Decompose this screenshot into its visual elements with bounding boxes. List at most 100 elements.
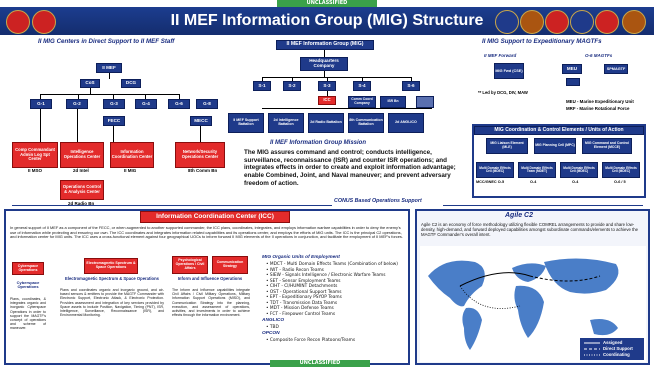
anglico-heading: ANGLICO <box>262 318 285 323</box>
assigned-link <box>459 272 531 287</box>
uoe-item: • FCT - Firepower Control Teams <box>266 311 336 317</box>
mrf-definition: MRF - Marine Rotational Force <box>566 106 630 111</box>
mig-top-box: II MEF Information Group (MIG) <box>276 40 374 50</box>
spmagtf-box: SPMAGTF <box>604 64 628 74</box>
usmc-seal-icon <box>6 10 30 34</box>
forward-label: II MEF Forward <box>484 53 517 58</box>
opcon-item: • Composite Force Recon Platoons/Teams <box>266 338 356 343</box>
s1-box: S-1 <box>253 81 271 91</box>
cell-label-4: O-6 / 5 <box>614 180 626 184</box>
meu-sub-box <box>566 78 580 86</box>
g8-box: G-8 <box>196 99 218 109</box>
label-2d-radio-bn: 2d Radio Bn <box>68 201 95 206</box>
hq-company-box: Headquarters Company <box>300 57 348 71</box>
uoe-item: • MDCT - Multi Domain Effects Teams (Com… <box>266 262 398 267</box>
legend-assigned: Assigned <box>603 340 623 345</box>
cyber-box: Cyberspace Operations <box>12 262 44 275</box>
label-8th-comm-bn: 8th Comm Bn <box>188 168 218 173</box>
legend-direct-support: Direct Support <box>603 346 633 351</box>
mdet-cell: Multi Domain Effects Team (MDET) <box>518 162 556 178</box>
left-panel-heading: II MIG Centers in Direct Support to II M… <box>38 38 175 45</box>
mig-command-cell: MIG Command and Control Element (MCCE) <box>582 138 632 154</box>
icc-panel <box>4 209 410 365</box>
mdec-cell-2: Multi Domain Effects Cell (MDEC) <box>560 162 598 178</box>
cell-label-1: MCC/GNEC O-5 <box>476 180 505 184</box>
g1-box: G-1 <box>30 99 52 109</box>
uoe-item: • SIEW - Signals Intelligence / Electron… <box>266 273 386 278</box>
label-2d-intel: 2d Intel <box>73 168 89 173</box>
australia-shape <box>590 319 618 336</box>
uoe-item: • MDT - Mission Defense Teams <box>266 306 334 311</box>
dcg-box: DCG <box>121 79 141 88</box>
mission-text: The MIG assures command and control; con… <box>244 149 456 187</box>
icc-heading: Information Coordination Center (ICC) <box>140 211 290 223</box>
conus-label: CONUS Based Operations Support <box>334 198 422 204</box>
mig-planning-cell: MIG Planning Cell (MPC) <box>534 138 576 154</box>
unit-seal-3-icon <box>545 10 569 34</box>
ops-control-center: Operations Control & Analysis Center <box>60 180 104 200</box>
agile-heading: Agile C2 <box>505 212 534 219</box>
mig-liaison-cell: MIG Liaison Element (MLE) <box>486 138 528 154</box>
ems-text: Plans and coordinates organic and inorga… <box>60 288 164 318</box>
info-coord-center: Information Coordination Center <box>110 142 154 168</box>
mdec-cell-3: Multi Domain Effects Cell (MDEC) <box>602 162 640 178</box>
meu-definition: MEU - Marine Expeditionary Unit <box>566 99 634 104</box>
comm-strategy-box: Communication Strategy <box>212 256 248 274</box>
unit-seal-1-icon <box>495 10 519 34</box>
unit-seal-2-icon <box>520 10 544 34</box>
psyop-box: Psychological Operations / Civil Affairs <box>172 256 208 274</box>
inform-text: The Inform and Influence capabilities in… <box>172 288 250 318</box>
ems-box: Electromagnetic Spectrum & Space Operati… <box>84 258 138 274</box>
mdec-cell-1: Multi Domain Effects Cell (MDEC) <box>476 162 514 178</box>
o6-label: O-6 MAGTFs <box>585 53 613 58</box>
coord-elements-heading: MIG Coordination & Control Elements / Un… <box>474 126 644 135</box>
world-map <box>420 246 646 362</box>
anglico-item: • TBD <box>266 325 279 330</box>
cell-label-2: O-4 <box>530 180 537 184</box>
coordinating-link <box>459 285 521 309</box>
led-by-note: ** Led by DCG, DIV, MAW <box>478 90 528 95</box>
inform-subtitle: Inform and Influence Operations <box>177 276 243 281</box>
asia-shape <box>544 258 619 294</box>
uoe-item: • CIHT - CI/HUMINT Detachments <box>266 284 338 289</box>
mig-fwd-box: MIG Fwd (CSE) <box>494 63 524 79</box>
classification-banner-top: UNCLASSIFIED <box>277 0 377 7</box>
page-title: II MEF Information Group (MIG) Structure <box>170 12 484 29</box>
icc-intro: In general support of II MEF as a compon… <box>10 225 403 240</box>
g4-box: G-4 <box>135 99 157 109</box>
network-security-center: Network/Security Operations Center <box>175 142 225 168</box>
s2-box: S-2 <box>283 81 301 91</box>
unit-box-extra <box>416 96 434 108</box>
unit-box-2d-radio: 2d Radio Battalion <box>308 113 344 133</box>
cyber-subtitle: Cyberspace Operations <box>16 280 40 290</box>
intel-ops-center: Intelligence Operations Center <box>60 142 104 168</box>
g3-box: G-3 <box>103 99 125 109</box>
legend-coordinating: Coordinating <box>603 352 630 357</box>
s4-box: S-4 <box>353 81 371 91</box>
classification-banner-bottom: UNCLASSIFIED <box>270 360 370 367</box>
label-ii-mig: II MIG <box>124 168 137 173</box>
unit-box-2d-intel: 2d Intelligence Battalion <box>268 113 304 133</box>
unit-seal-5-icon <box>595 10 619 34</box>
right-panel-heading: II MIG Support to Expeditionary MAGTFs <box>482 38 602 45</box>
unit-box-isr: ISR Bn <box>380 96 406 108</box>
north-america-shape <box>428 260 485 307</box>
unit-box-8th-comm: 8th Communication Battalion <box>348 113 384 133</box>
uoe-item: • EPT - Expeditionary PSYOP Teams <box>266 295 342 300</box>
ems-subtitle: Electromagnetic Spectrum & Space Operati… <box>64 276 159 281</box>
uoe-item: • TDT - Transmission Data Teams <box>266 300 338 306</box>
unit-seal-4-icon <box>570 10 594 34</box>
cell-label-3: O-4 <box>572 180 579 184</box>
uoe-item: • OST - Operational Support Teams <box>266 289 342 295</box>
mef-seal-icon <box>32 10 56 34</box>
unit-seal-6-icon <box>622 10 646 34</box>
agile-text: Agile C2 is an economy of force methodol… <box>421 222 639 238</box>
mecc-box: MECC <box>190 116 212 126</box>
uoe-item: • IWT - Radio Recon Teams <box>266 267 324 273</box>
africa-shape <box>514 285 544 338</box>
mission-heading: II MEF Information Group Mission <box>270 140 366 146</box>
coord-elements-panel <box>472 124 646 198</box>
fecc-box: FECC <box>103 116 125 126</box>
opcon-heading: OPCON <box>262 331 280 336</box>
admin-log-center: Comp Commandant Admin Log Spt Center <box>12 142 58 168</box>
